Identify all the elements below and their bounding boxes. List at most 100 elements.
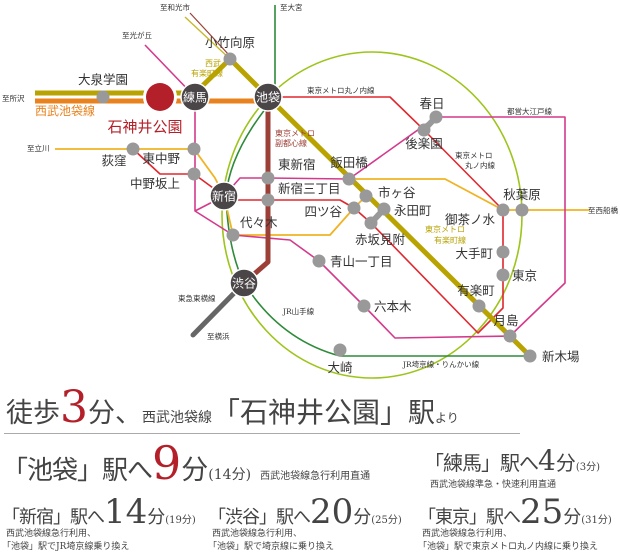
route-dest: 「練馬」駅へ	[424, 451, 539, 475]
walk-label: 徒歩	[6, 398, 60, 429]
station-label: 市ヶ谷	[378, 185, 416, 200]
route-shinjuku: 「新宿」駅へ14分(19分) 西武池袋線急行利用、 「池袋」駅でJR埼京線乗り換…	[2, 495, 196, 554]
station-label: 池袋	[256, 91, 280, 105]
line-saikyo	[225, 5, 530, 357]
route-note: 西武池袋線急行利用直通	[260, 471, 371, 482]
route-alt: (25分)	[371, 515, 402, 526]
line-label-yurakucho: 東京メトロ	[425, 224, 465, 234]
station-marker	[342, 172, 356, 186]
station-label: 新木場	[542, 349, 580, 364]
line-label-fukutoshin: 東京メトロ	[275, 128, 315, 138]
station-label: 練馬	[183, 91, 207, 105]
station-label: 飯田橋	[330, 155, 368, 170]
station-marker	[357, 299, 371, 313]
station-marker	[417, 123, 431, 137]
station-marker	[223, 52, 237, 66]
route-tokyo: 「東京」駅へ25分(31分) 西武池袋線急行利用、 「池袋」駅で東京メトロ丸ノ内…	[418, 495, 612, 554]
route-note-2: 「池袋」駅で埼京線に乗り換え	[208, 542, 335, 552]
station-marker	[312, 254, 326, 268]
route-alt: (14分)	[208, 467, 252, 483]
station-marker	[333, 343, 347, 357]
route-dest: 「新宿」駅へ	[2, 507, 105, 528]
station-marker	[226, 228, 240, 242]
line-label-toyoko: 東急東横線	[178, 293, 216, 303]
route-note: 西武池袋線急行利用、	[422, 529, 513, 539]
route-minutes: 9	[152, 436, 182, 490]
station-label: 赤坂見附	[355, 232, 406, 247]
station-label: 有楽町	[457, 283, 495, 298]
station-marker	[359, 189, 373, 203]
route-alt: (3分)	[575, 462, 600, 473]
route-minutes: 4	[538, 444, 556, 477]
direction-nishifunabashi: 至西船橋	[588, 205, 618, 215]
station-label: 大手町	[455, 246, 493, 261]
route-dest: 「東京」駅へ	[418, 507, 521, 528]
station-marker	[496, 245, 510, 259]
station-marker	[347, 201, 361, 215]
walk-unit: 分、	[88, 398, 142, 429]
route-note: 西武池袋線急行利用、	[6, 529, 97, 539]
station-marker	[503, 329, 517, 343]
station-label: 東京	[512, 268, 537, 283]
route-unit: 分	[181, 455, 209, 486]
station-label: 四ツ谷	[304, 204, 342, 219]
route-minutes: 20	[310, 492, 354, 532]
divider	[4, 433, 520, 434]
direction-tokorozawa: 至所沢	[2, 93, 25, 103]
route-nerima: 「練馬」駅へ4分(3分) 西武池袋線準急・快速利用直通	[424, 446, 600, 492]
line-label-fukutoshin: 副都心線	[275, 138, 307, 148]
line-label-seibu-yurakucho: 西武	[205, 58, 221, 68]
station-marker	[496, 203, 510, 217]
direction-wakoshi: 至和光市	[160, 2, 190, 12]
station-label: 新宿三丁目	[278, 181, 341, 196]
line-label-marunouchi: 東京メトロ	[455, 150, 493, 160]
direction-hikarigaoka: 至光が丘	[122, 30, 152, 40]
route-note: 西武池袋線急行利用、	[212, 529, 303, 539]
route-alt: (19分)	[165, 515, 196, 526]
route-minutes: 25	[520, 492, 564, 532]
station-marker	[429, 110, 443, 124]
line-label-yamanote: JR山手線	[282, 306, 315, 316]
route-alt: (31分)	[581, 515, 612, 526]
route-note: 西武池袋線準急・快速利用直通	[430, 480, 557, 490]
line-yurakucho-thin	[184, 16, 231, 60]
station-marker	[377, 202, 391, 216]
route-unit: 分	[563, 507, 582, 528]
station-label: 永田町	[394, 203, 432, 218]
route-minutes: 14	[104, 492, 148, 532]
station-label: 大崎	[327, 360, 353, 375]
station-marker	[523, 349, 537, 363]
station-label: 東新宿	[278, 157, 316, 172]
line-label-seibu-yurakucho: 有楽町線	[191, 68, 223, 78]
station-label: 後楽園	[405, 136, 443, 151]
station-label: 青山一丁目	[330, 254, 393, 269]
station-label: 東中野	[142, 151, 180, 166]
station-hub-marker	[209, 181, 239, 211]
route-ikebukuro: 「池袋」駅へ9分(14分) 西武池袋線急行利用直通	[2, 440, 370, 486]
walk-minutes: 3	[60, 382, 88, 433]
station-label: 代々木	[240, 215, 278, 230]
station-hub-marker	[180, 82, 210, 112]
station-label: 大泉学園	[78, 72, 128, 87]
route-unit: 分	[555, 451, 576, 475]
station-label: 渋谷	[232, 277, 256, 291]
station-marker	[126, 142, 140, 156]
line-label-marunouchi: 東京メトロ丸ノ内線	[307, 85, 375, 95]
route-unit: 分	[147, 507, 166, 528]
station-label: 秋葉原	[503, 187, 541, 202]
station-label: 御茶ノ水	[445, 212, 496, 227]
route-dest: 「池袋」駅へ	[2, 456, 153, 486]
station-marker	[496, 268, 510, 282]
line-label-oedo: 都営大江戸線	[507, 106, 552, 116]
station-label: 六本木	[374, 299, 412, 314]
station-marker	[187, 142, 201, 156]
headline-line: 西武池袋線	[142, 410, 212, 426]
station-marker	[261, 171, 275, 185]
station-marker	[515, 203, 529, 217]
direction-yokohama: 至横浜	[207, 331, 230, 341]
station-marker	[96, 90, 110, 104]
station-label: 春日	[419, 96, 444, 111]
headline-eki: 駅	[408, 398, 436, 429]
station-marker	[364, 216, 378, 230]
